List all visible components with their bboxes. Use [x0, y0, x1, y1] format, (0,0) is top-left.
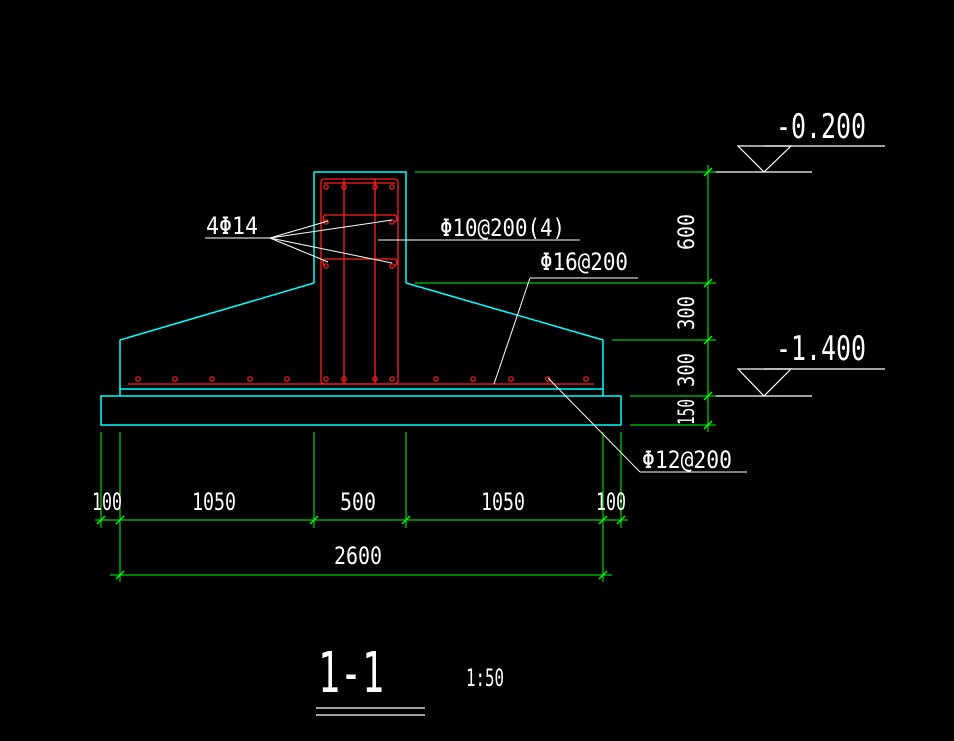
leader-4phi14-to-bar — [269, 220, 329, 239]
rebar-dot — [341, 376, 347, 382]
concrete-outline — [100, 171, 622, 426]
rebar-dot — [583, 376, 589, 382]
rebar-dot — [323, 263, 329, 269]
drawing-scale: 1:50 — [466, 664, 504, 692]
rebar-dot — [323, 184, 329, 190]
rebar-dot — [284, 376, 290, 382]
dim-value-slope-height: 300 — [675, 296, 700, 330]
rebar-dot — [135, 376, 141, 382]
annotation-text: -0.200 -1.400 4Φ14 Φ10@200(4) Φ16@200 Φ1… — [92, 107, 866, 706]
rebar-label-column-bars: 4Φ14 — [206, 212, 258, 240]
section-title-underline — [316, 707, 425, 716]
rebar-label-footing-bottom: Φ12@200 — [642, 446, 732, 474]
rebar-dot — [433, 376, 439, 382]
rebar-dot — [372, 376, 378, 382]
rebar-dot — [470, 376, 476, 382]
rebar-label-footing-top: Φ16@200 — [540, 248, 628, 276]
dim-value-right-slope: 1050 — [481, 488, 525, 516]
dim-value-footing-edge-height: 300 — [675, 353, 700, 387]
rebar-dot — [323, 376, 329, 382]
rebar-dot — [389, 184, 395, 190]
dim-value-bed-thickness: 150 — [675, 399, 700, 425]
leader-4phi14-to-bar — [269, 237, 329, 263]
dim-ticks — [96, 515, 626, 580]
rebar-layer — [128, 178, 594, 385]
leader-top-bar — [493, 277, 531, 385]
dim-value-left-slope: 1050 — [192, 488, 236, 516]
dim-value-column-height: 600 — [675, 214, 700, 250]
dimension-layer — [95, 165, 716, 582]
footing-outline — [119, 282, 604, 390]
leader-4phi14-to-bar — [269, 237, 393, 264]
rebar-dot — [172, 376, 178, 382]
dim-value-left-edge: 100 — [92, 488, 122, 516]
elevation-marker-bottom — [716, 368, 885, 397]
rebar-dot — [389, 263, 395, 269]
rebar-dot — [209, 376, 215, 382]
rebar-dot — [341, 184, 347, 190]
rebar-dot — [247, 376, 253, 382]
leader-4phi14-to-bar — [269, 219, 393, 239]
elevation-label-bottom: -1.400 — [776, 329, 866, 369]
dim-value-right-edge: 100 — [596, 488, 626, 516]
rebar-dot — [389, 376, 395, 382]
lean-concrete-bed — [100, 395, 622, 426]
rebar-label-stirrups: Φ10@200(4) — [440, 214, 565, 242]
elevation-markers — [716, 145, 885, 397]
dim-ticks-vertical — [703, 167, 713, 430]
leader-lines — [205, 219, 747, 473]
section-title: 1-1 — [318, 641, 384, 706]
leader-bottom-bar — [547, 377, 641, 473]
rebar-dots — [135, 184, 589, 382]
rebar-dot — [389, 219, 395, 225]
elevation-label-top: -0.200 — [776, 107, 866, 147]
rebar-dot — [372, 184, 378, 190]
rebar-dot — [508, 376, 514, 382]
dim-value-column: 500 — [340, 488, 376, 516]
column-outline — [314, 171, 407, 283]
dim-value-total: 2600 — [334, 542, 382, 570]
rebar-dot — [545, 376, 551, 382]
elevation-marker-top — [716, 145, 885, 173]
